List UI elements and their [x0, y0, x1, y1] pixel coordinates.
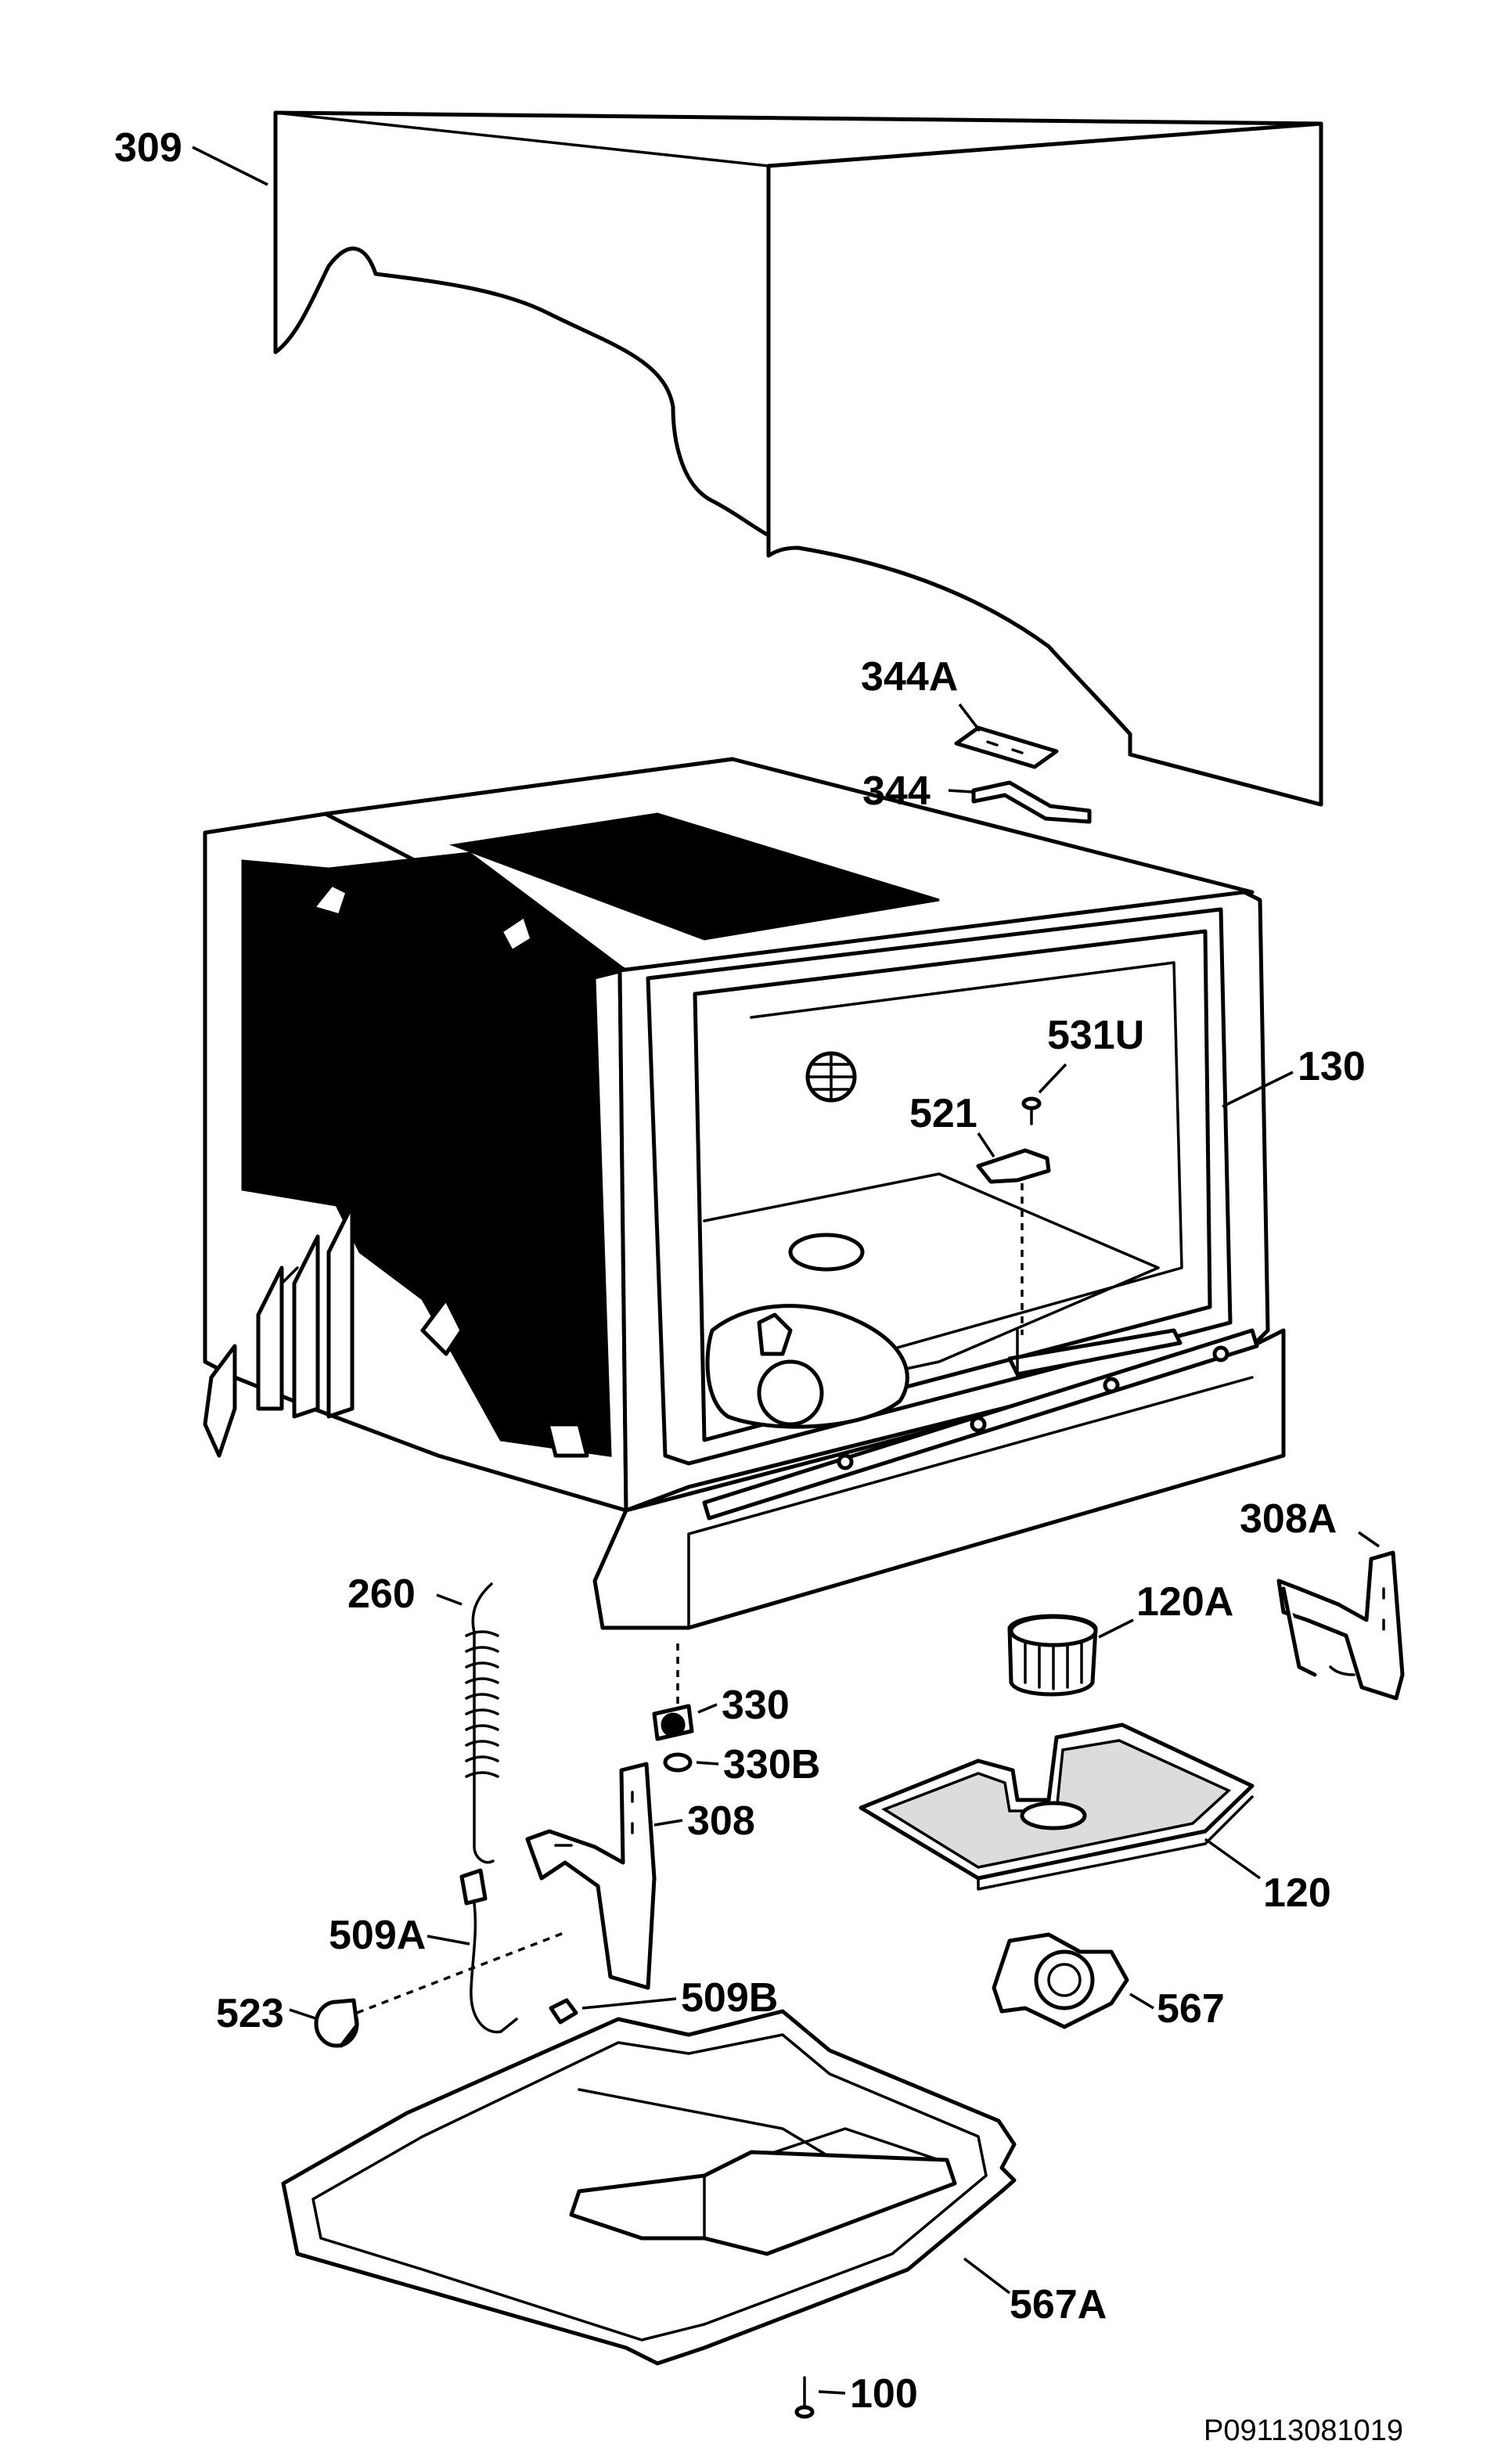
part-130-tub [203, 757, 1294, 1630]
callout-531U: 531U [1047, 1013, 1144, 1058]
part-330B-washer [663, 1752, 719, 1773]
part-308-hinge [525, 1762, 683, 1990]
callout-567A: 567A [1010, 2282, 1107, 2327]
part-567A-base-tray [281, 2009, 1017, 2366]
part-531U-screw [1021, 1096, 1042, 1125]
callout-330B: 330B [723, 1742, 820, 1787]
callout-120A: 120A [1136, 1579, 1233, 1625]
part-344A-bracket [954, 725, 1059, 769]
callout-344A: 344A [861, 654, 958, 700]
part-344-bracket [971, 780, 1092, 824]
callout-100: 100 [850, 2371, 918, 2417]
part-509B-clip [549, 1997, 677, 2025]
part-260-spring [436, 1582, 499, 1864]
callout-509B: 509B [681, 1975, 778, 2021]
callout-567: 567 [1157, 1986, 1225, 2032]
callout-523: 523 [216, 1991, 284, 2036]
part-120-filter-plate [859, 1722, 1262, 1891]
part-120A-filter [1007, 1614, 1134, 1697]
part-308A-hinge [1276, 1531, 1405, 1701]
part-509A-sensor [427, 1868, 518, 2034]
callout-521: 521 [909, 1091, 977, 1136]
part-100-screw [794, 2376, 846, 2419]
callout-260: 260 [347, 1571, 416, 1617]
part-330-knob [652, 1643, 718, 1741]
callout-130: 130 [1298, 1044, 1366, 1089]
callout-309: 309 [114, 125, 182, 171]
part-309-outer-casing [273, 110, 1323, 807]
callout-308: 308 [687, 1798, 755, 1844]
callout-509A: 509A [329, 1913, 426, 1958]
part-567-ring [992, 1932, 1154, 2029]
callout-120: 120 [1263, 1870, 1331, 1916]
callout-344: 344 [862, 769, 931, 814]
callout-330: 330 [722, 1683, 790, 1728]
document-id: P09113081019 [1204, 2414, 1403, 2447]
callout-308A: 308A [1240, 1496, 1337, 1542]
part-523-plug [289, 1931, 564, 2048]
